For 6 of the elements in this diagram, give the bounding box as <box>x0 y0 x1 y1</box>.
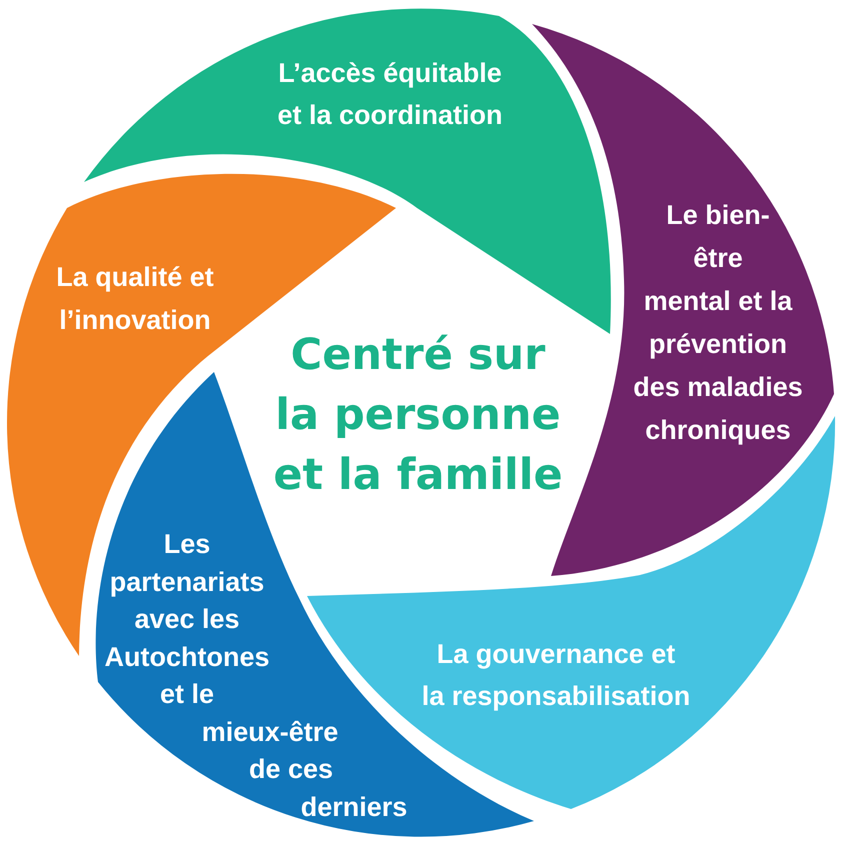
blade-label: La qualité et l’innovation <box>55 260 215 336</box>
blade-label: Les partenariats avec les Autochtones et le mieux-être de ces derniers <box>104 528 408 824</box>
blade-label: Le bien-être mental et la prévention des maladies chroniques <box>632 198 804 447</box>
blade-label: La gouvernance et la responsabilisation <box>420 638 692 713</box>
center-label: Centré sur la personne et la famille <box>272 329 564 502</box>
blade-label: L’accès équitable et la coordination <box>276 57 504 132</box>
